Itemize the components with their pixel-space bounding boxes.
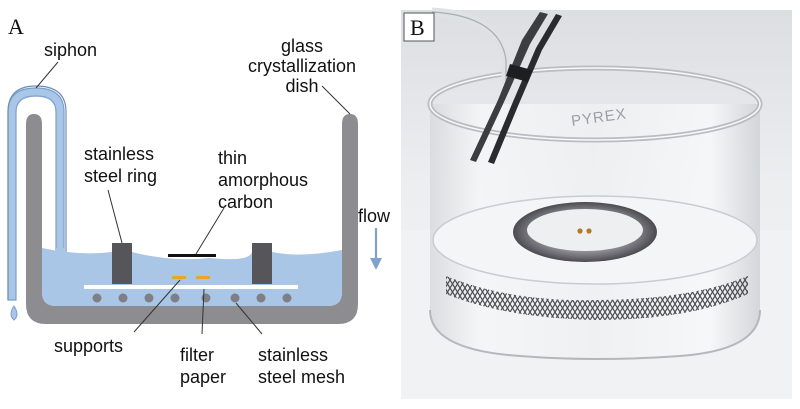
label-siphon: siphon — [44, 40, 97, 60]
label-ring-2: steel ring — [84, 166, 157, 186]
steel-ring-right — [252, 243, 272, 284]
panel-a-letter: A — [8, 14, 24, 39]
support-right — [196, 276, 210, 279]
label-glass-3: dish — [285, 76, 318, 96]
mesh-dot — [201, 293, 211, 303]
label-mesh-2: steel mesh — [258, 367, 345, 387]
mesh-dot — [92, 293, 102, 303]
leader-carbon — [195, 207, 225, 255]
panel-b-photo: PYREX B — [401, 7, 792, 399]
flow-arrow — [370, 228, 382, 270]
mesh-dot — [230, 293, 240, 303]
photo-dish-bottom — [429, 309, 761, 360]
siphon-outline — [7, 85, 67, 300]
mesh-dot — [170, 293, 180, 303]
siphon-drop — [10, 305, 18, 321]
label-ring-1: stainless — [84, 144, 154, 164]
label-glass-2: crystallization — [248, 56, 356, 76]
leader-mesh — [235, 302, 263, 335]
label-filter-2: paper — [180, 367, 226, 387]
photo-ring-inner — [527, 209, 643, 251]
photo-grid-right — [586, 228, 592, 234]
label-carbon-1: thin — [218, 148, 247, 168]
label-carbon-3: carbon — [218, 192, 273, 212]
mesh-dot — [118, 293, 128, 303]
leader-filter — [201, 288, 205, 335]
panel-b-label-box — [403, 12, 435, 42]
steel-ring-left — [112, 243, 132, 284]
leader-siphon — [35, 61, 59, 89]
label-glass-1: glass — [281, 36, 323, 56]
label-mesh-1: stainless — [258, 345, 328, 365]
photo-grid-left — [577, 228, 583, 234]
leader-supports — [133, 279, 181, 333]
label-flow: flow — [358, 206, 391, 226]
photo-tweezers — [470, 12, 562, 164]
photo-dish-rim-highlight — [429, 67, 761, 141]
filter-paper — [84, 285, 298, 289]
support-left — [172, 276, 186, 279]
mesh-dot — [256, 293, 266, 303]
leader-glass — [321, 85, 351, 115]
photo-mesh — [446, 276, 748, 320]
mesh-dot — [144, 293, 154, 303]
carbon-film — [168, 254, 216, 257]
label-carbon-2: amorphous — [218, 170, 308, 190]
panel-a-schematic: A — [7, 14, 391, 387]
mesh-dot — [282, 293, 292, 303]
panel-b-letter: B — [410, 15, 425, 40]
leader-ring — [107, 189, 123, 244]
siphon-in-water — [56, 248, 64, 306]
leader-lines — [35, 61, 351, 335]
label-supports: supports — [54, 336, 123, 356]
label-filter-1: filter — [180, 345, 214, 365]
photo-tubing-edge — [431, 11, 507, 84]
